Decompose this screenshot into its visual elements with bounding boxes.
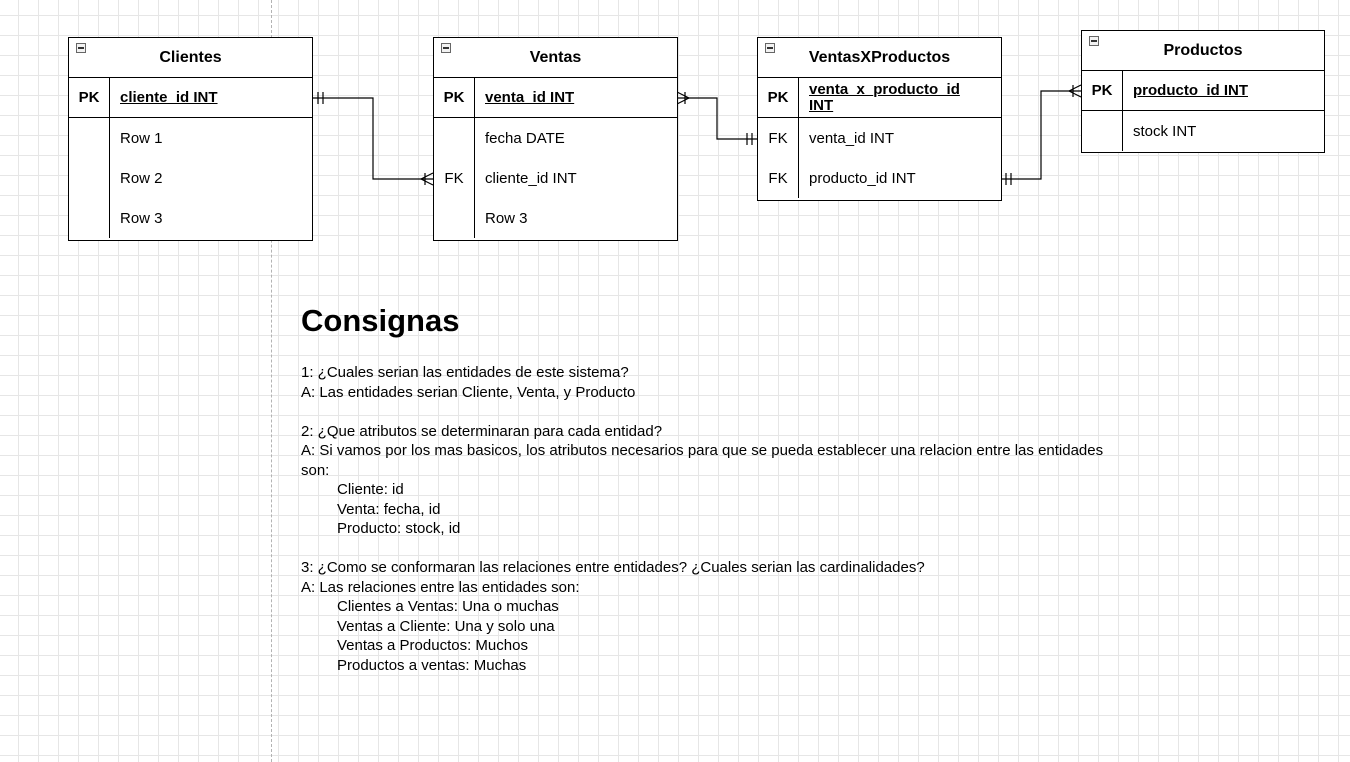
pk-row[interactable]: PK venta_x_producto_id INT [758, 78, 1001, 118]
pk-field: cliente_id INT [120, 89, 218, 106]
collapse-icon[interactable] [765, 43, 775, 53]
entity-title: Ventas [529, 48, 582, 66]
question-text: 2: ¿Que atributos se determinaran para c… [301, 422, 663, 440]
entity-header: Ventas [434, 38, 677, 78]
attribute-row[interactable]: Row 3 [69, 198, 312, 238]
collapse-icon[interactable] [1089, 36, 1099, 46]
entity-ventasxproductos[interactable]: VentasXProductos PK venta_x_producto_id … [757, 37, 1002, 201]
pk-row[interactable]: PK cliente_id INT [69, 78, 312, 118]
attribute-field: Row 3 [120, 209, 163, 227]
pk-row[interactable]: PK venta_id INT [434, 78, 677, 118]
collapse-icon[interactable] [76, 43, 86, 53]
relationship-ventasxproductos-productos[interactable] [1001, 84, 1082, 185]
entity-title: VentasXProductos [808, 48, 951, 66]
crowfoot-icon [1068, 84, 1082, 98]
entity-productos[interactable]: Productos PK producto_id INT stock INT [1081, 30, 1325, 153]
attribute-field: Row 3 [485, 209, 528, 227]
attribute-field: venta_id INT [809, 129, 895, 147]
attribute-row[interactable]: FK producto_id INT [758, 158, 1001, 198]
attribute-field: Row 1 [120, 129, 163, 147]
pk-label: PK [443, 89, 465, 106]
attribute-field: producto_id INT [809, 169, 916, 187]
consignas-title: Consignas [301, 303, 460, 338]
entity-header: Clientes [69, 38, 312, 78]
entity-clientes[interactable]: Clientes PK cliente_id INT Row 1 Row 2 R… [68, 37, 313, 241]
attribute-field: cliente_id INT [485, 169, 577, 187]
attribute-field: Row 2 [120, 169, 163, 187]
page-guide-line [271, 0, 272, 762]
answer-text: A: Si vamos por los mas basicos, los atr… [301, 442, 1104, 479]
answer-text: A: Las entidades serian Cliente, Venta, … [301, 383, 636, 401]
pk-row[interactable]: PK producto_id INT [1082, 71, 1324, 111]
entity-header: Productos [1082, 31, 1324, 71]
relationship-ventas-ventasxproductos[interactable] [676, 91, 757, 145]
attribute-row[interactable]: Row 1 [69, 118, 312, 158]
pk-label: PK [78, 89, 100, 106]
crowfoot-icon [420, 172, 434, 186]
fk-label: FK [768, 169, 788, 187]
fk-label: FK [768, 129, 788, 147]
attribute-row[interactable]: FK cliente_id INT [434, 158, 677, 198]
collapse-icon[interactable] [441, 43, 451, 53]
pk-label: PK [1091, 82, 1113, 99]
answer-item: Clientes a Ventas: Una o muchas [337, 598, 559, 615]
key-column-divider [1122, 71, 1123, 151]
question-text: 3: ¿Como se conformaran las relaciones e… [301, 559, 925, 576]
fk-label: FK [444, 169, 464, 187]
attribute-row[interactable]: fecha DATE [434, 118, 677, 158]
answer-item: Venta: fecha, id [337, 500, 441, 518]
entity-ventas[interactable]: Ventas PK venta_id INT fecha DATE FK cli… [433, 37, 678, 241]
consignas-section[interactable]: Consignas 1: ¿Cuales serian las entidade… [301, 300, 1121, 695]
attribute-row[interactable]: Row 3 [434, 198, 677, 238]
answer-item: Productos a ventas: Muchas [337, 656, 527, 674]
question-block-2: 2: ¿Que atributos se determinaran para c… [301, 422, 1121, 539]
key-column-divider [109, 78, 110, 238]
attribute-row[interactable]: stock INT [1082, 111, 1324, 151]
attribute-row[interactable]: FK venta_id INT [758, 118, 1001, 158]
answer-item: Ventas a Cliente: Una y solo una [337, 617, 555, 635]
attribute-field: stock INT [1133, 122, 1197, 140]
key-column-divider [474, 78, 475, 238]
pk-field: venta_x_producto_id INT [809, 80, 960, 114]
answer-item: Ventas a Productos: Muchos [337, 637, 528, 654]
entity-header: VentasXProductos [758, 38, 1001, 78]
answer-item: Cliente: id [337, 481, 404, 498]
pk-field: venta_id INT [485, 89, 575, 106]
answer-text: A: Las relaciones entre las entidades so… [301, 578, 580, 596]
attribute-field: fecha DATE [485, 129, 565, 147]
pk-field: producto_id INT [1133, 82, 1248, 99]
question-block-1: 1: ¿Cuales serian las entidades de este … [301, 363, 1121, 402]
key-column-divider [798, 78, 799, 198]
question-text: 1: ¿Cuales serian las entidades de este … [301, 364, 629, 381]
relationship-clientes-ventas[interactable] [313, 92, 434, 186]
crowfoot-icon [676, 91, 690, 105]
question-block-3: 3: ¿Como se conformaran las relaciones e… [301, 558, 1121, 675]
entity-title: Clientes [159, 48, 222, 66]
pk-label: PK [767, 89, 789, 106]
entity-title: Productos [1163, 41, 1243, 59]
answer-item: Producto: stock, id [337, 520, 461, 537]
attribute-row[interactable]: Row 2 [69, 158, 312, 198]
